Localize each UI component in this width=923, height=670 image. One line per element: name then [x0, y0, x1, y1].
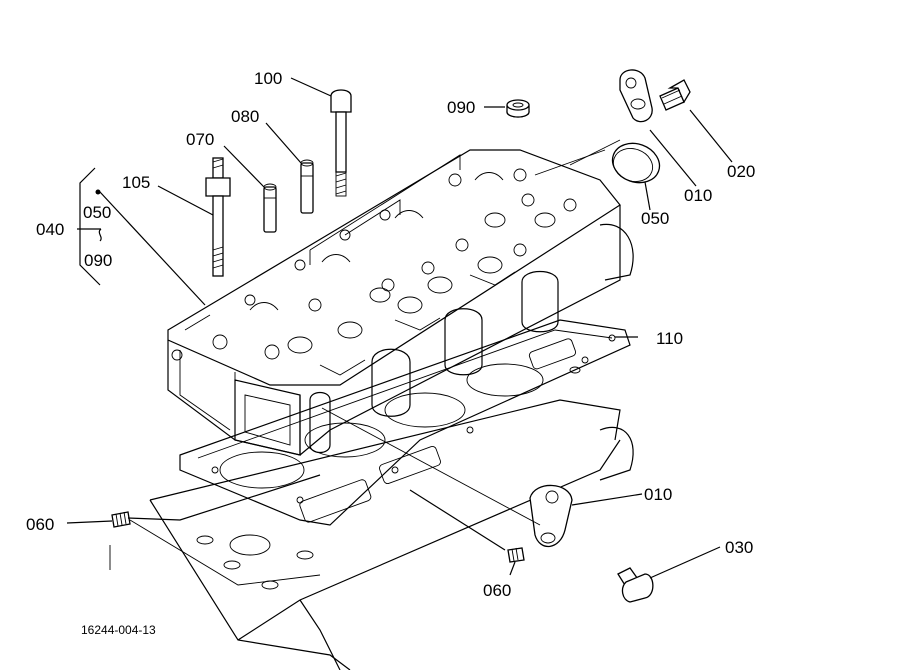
callout-060-left: 060 [26, 515, 54, 534]
callout-080: 080 [231, 107, 259, 126]
head-gasket [179, 319, 631, 526]
plug-050 [611, 142, 661, 184]
callout-030: 030 [725, 538, 753, 557]
head-bolt-100 [330, 89, 352, 197]
callout-010-bottom: 010 [644, 485, 672, 504]
group-bracket-040 [79, 167, 102, 286]
cylinder-head [167, 149, 634, 456]
engine-block [149, 399, 634, 670]
callout-070: 070 [186, 130, 214, 149]
callout-050: 050 [641, 209, 669, 228]
leader-lines [66, 77, 733, 586]
plug-060-left [111, 511, 131, 528]
figure-number: 16244-004-13 [81, 623, 156, 637]
valve-guide-080 [300, 159, 314, 214]
callout-060-bottom: 060 [483, 581, 511, 600]
callout-040: 040 [36, 220, 64, 239]
callout-090-top: 090 [447, 98, 475, 117]
lifting-hook-010-top [619, 69, 653, 123]
lifting-hook-010-bottom [529, 484, 573, 548]
plug-060-bottom [507, 547, 525, 563]
callout-labels: 100 090 080 070 105 040 050 090 020 010 … [26, 69, 755, 637]
seal-090 [506, 99, 530, 118]
stud-105 [205, 157, 231, 277]
bolt-020 [659, 79, 691, 111]
valve-guide-070 [263, 183, 277, 233]
callout-010-top: 010 [684, 186, 712, 205]
callout-100: 100 [254, 69, 282, 88]
callout-020: 020 [727, 162, 755, 181]
callout-105: 105 [122, 173, 150, 192]
callout-090-bracket: 090 [84, 251, 112, 270]
callout-050-bracket: 050 [83, 203, 111, 222]
callout-110: 110 [656, 329, 683, 348]
bolt-030 [617, 567, 654, 603]
